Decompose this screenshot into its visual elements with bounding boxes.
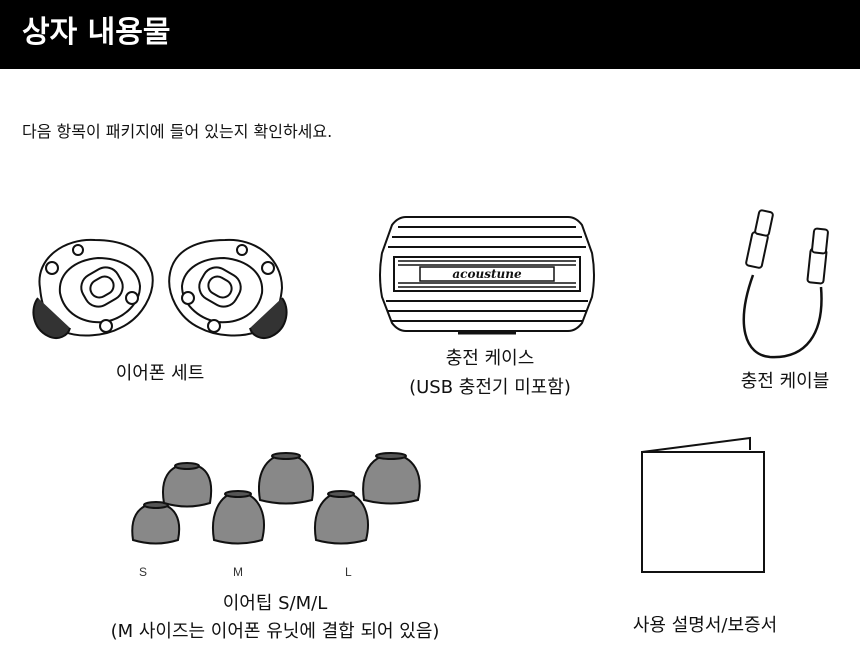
charging-case-note: (USB 충전기 미포함) bbox=[409, 377, 571, 398]
size-label-s: S bbox=[139, 565, 148, 579]
charging-cable-illustration bbox=[735, 205, 845, 365]
size-label-m: M bbox=[233, 565, 243, 579]
case-brand-text: acoustune bbox=[452, 267, 522, 281]
earphone-set-label: 이어폰 세트 bbox=[115, 363, 205, 384]
manual-label: 사용 설명서/보증서 bbox=[632, 615, 778, 636]
size-label-l: L bbox=[345, 565, 352, 579]
ear-tips-note: (M 사이즈는 이어폰 유닛에 결합 되어 있음) bbox=[110, 621, 440, 642]
ear-tips-illustration bbox=[128, 450, 428, 550]
charging-case-illustration: acoustune bbox=[378, 213, 596, 338]
intro-text: 다음 항목이 패키지에 들어 있는지 확인하세요. bbox=[22, 122, 333, 141]
earphone-set-illustration bbox=[20, 228, 300, 353]
ear-tips-label: 이어팁 S/M/L bbox=[222, 593, 328, 614]
header-bar: 상자 내용물 bbox=[0, 0, 860, 69]
charging-cable-label: 충전 케이블 bbox=[740, 371, 830, 392]
page-title: 상자 내용물 bbox=[22, 15, 171, 50]
charging-case-label: 충전 케이스 bbox=[445, 348, 535, 369]
manual-illustration bbox=[638, 434, 768, 576]
